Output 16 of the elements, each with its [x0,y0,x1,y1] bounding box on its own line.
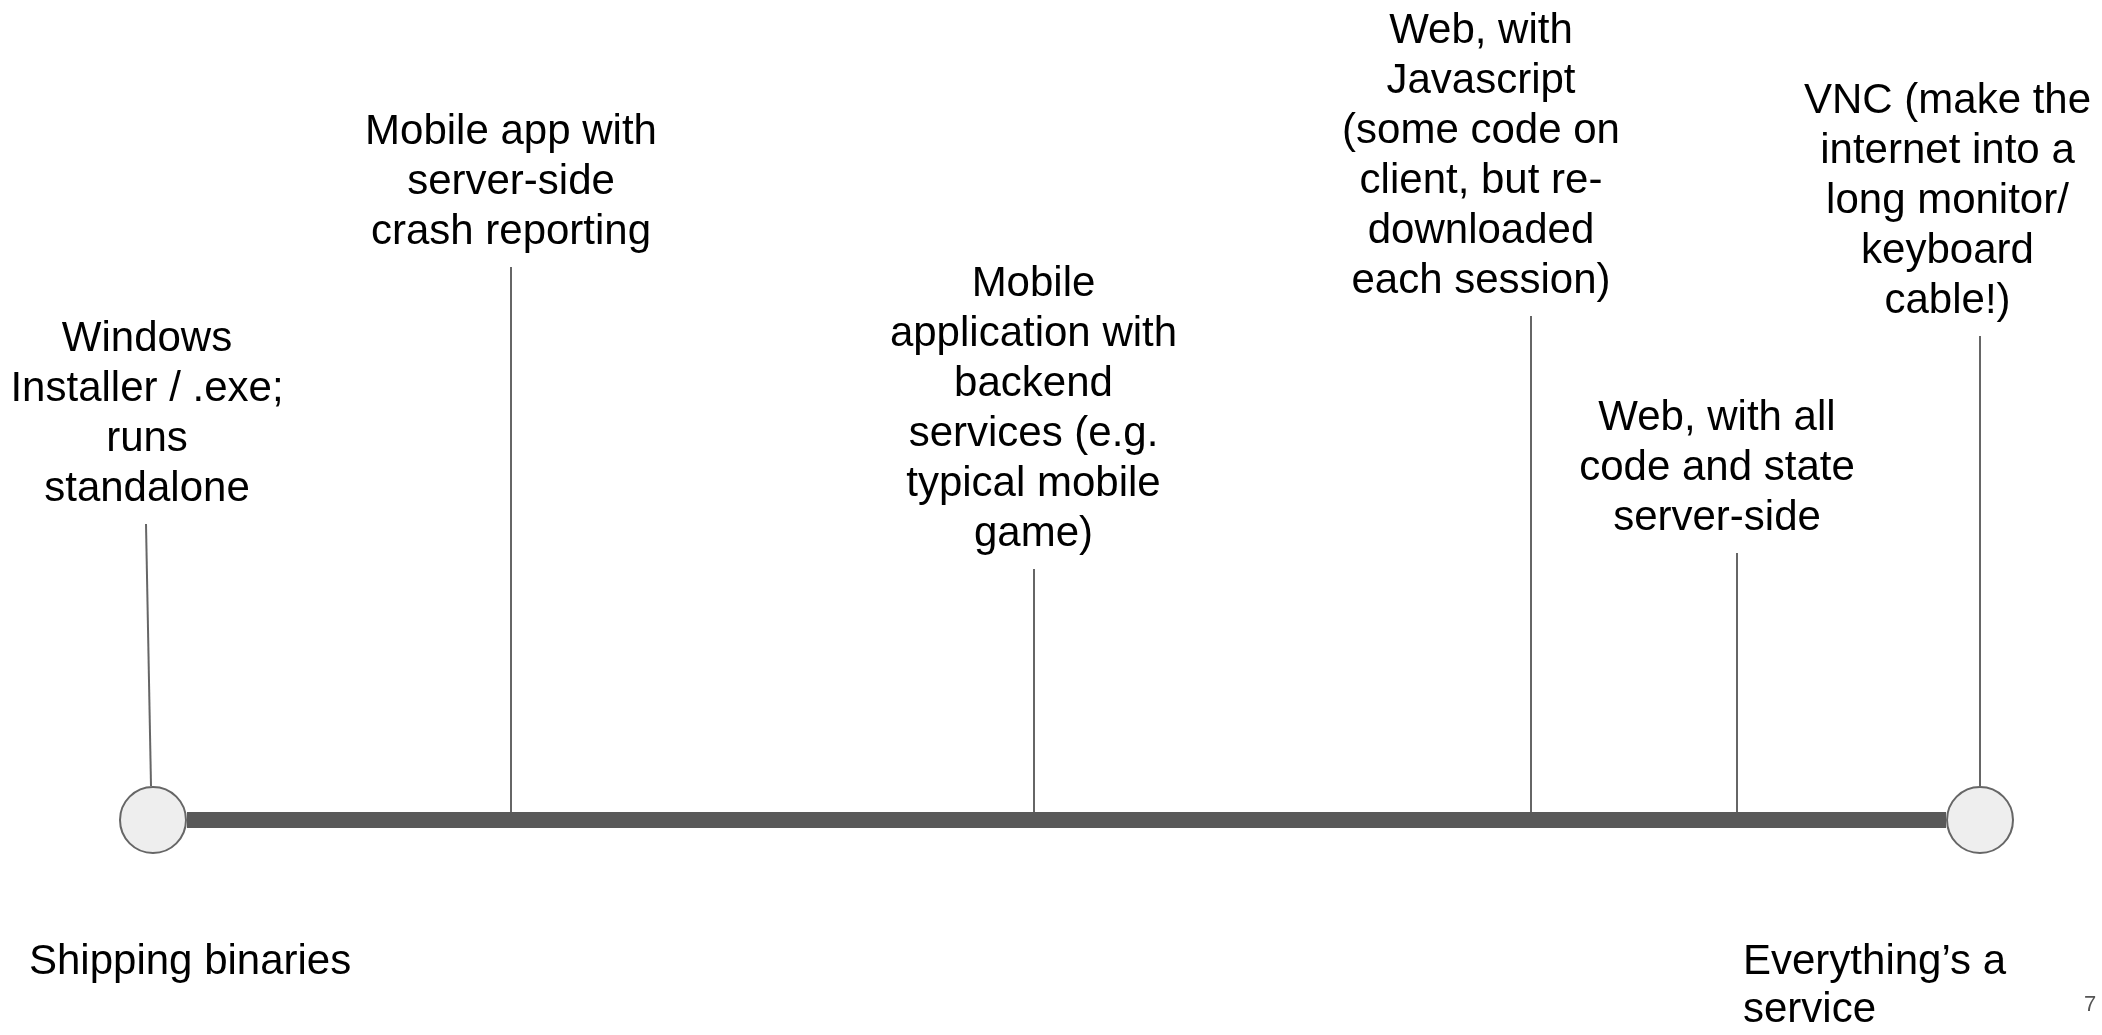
milestone-label: Mobile application with backend services (e.g. typical mobile game) [888,257,1179,557]
leader-line [1530,315,1532,813]
scale-end-label: Everything’s a service [1743,936,2008,1032]
timeline-bar [187,812,1946,828]
scale-end-label: Shipping binaries [29,936,353,984]
leader-line [1033,568,1035,813]
leader-line [1979,335,1981,787]
milestone-label: Web, with Javascript (some code on client, but re-downloaded each session) [1341,4,1621,304]
leader-line [510,266,512,813]
milestone-label: VNC (make the internet into a long monitor/ keyboard cable!) [1802,74,2093,324]
leader-line [1736,552,1738,813]
milestone-label: Windows Installer / .exe; runs standalone [9,312,285,512]
milestone-label: Web, with all code and state server-side [1578,391,1856,541]
page-number: 7 [2084,990,2098,1018]
milestone-label: Mobile app with server-side crash reporting [364,105,658,255]
leader-line [145,523,152,787]
